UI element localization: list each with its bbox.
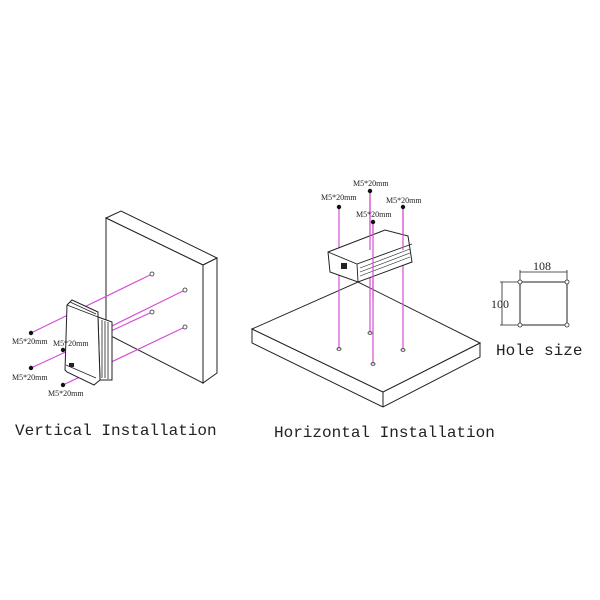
vertical-screw-label: M5*20mm xyxy=(12,337,48,346)
horizontal-holes xyxy=(336,331,406,366)
horizontal-installation-title: Horizontal Installation xyxy=(274,424,495,442)
vertical-screw-heads xyxy=(28,330,66,388)
hole-size-title: Hole size xyxy=(496,342,582,360)
vertical-screw-label: M5*20mm xyxy=(53,339,89,348)
horizontal-screw-heads xyxy=(336,188,406,225)
horizontal-screw-label: M5*20mm xyxy=(321,193,357,202)
device-vertical xyxy=(64,299,113,386)
horizontal-screw-label: M5*20mm xyxy=(356,210,392,219)
vertical-screw-label: M5*20mm xyxy=(48,389,84,398)
hole-size-diagram xyxy=(500,270,570,328)
slab xyxy=(250,281,482,408)
vertical-holes xyxy=(149,271,188,330)
device-horizontal xyxy=(327,229,413,283)
wall xyxy=(104,210,219,384)
vertical-installation-title: Vertical Installation xyxy=(15,422,217,440)
hole-height-label: 100 xyxy=(491,297,509,311)
horizontal-screw-label: M5*20mm xyxy=(386,196,422,205)
hole-width-label: 108 xyxy=(533,259,551,273)
vertical-screw-label: M5*20mm xyxy=(12,373,48,382)
horizontal-screw-label: M5*20mm xyxy=(353,179,389,188)
